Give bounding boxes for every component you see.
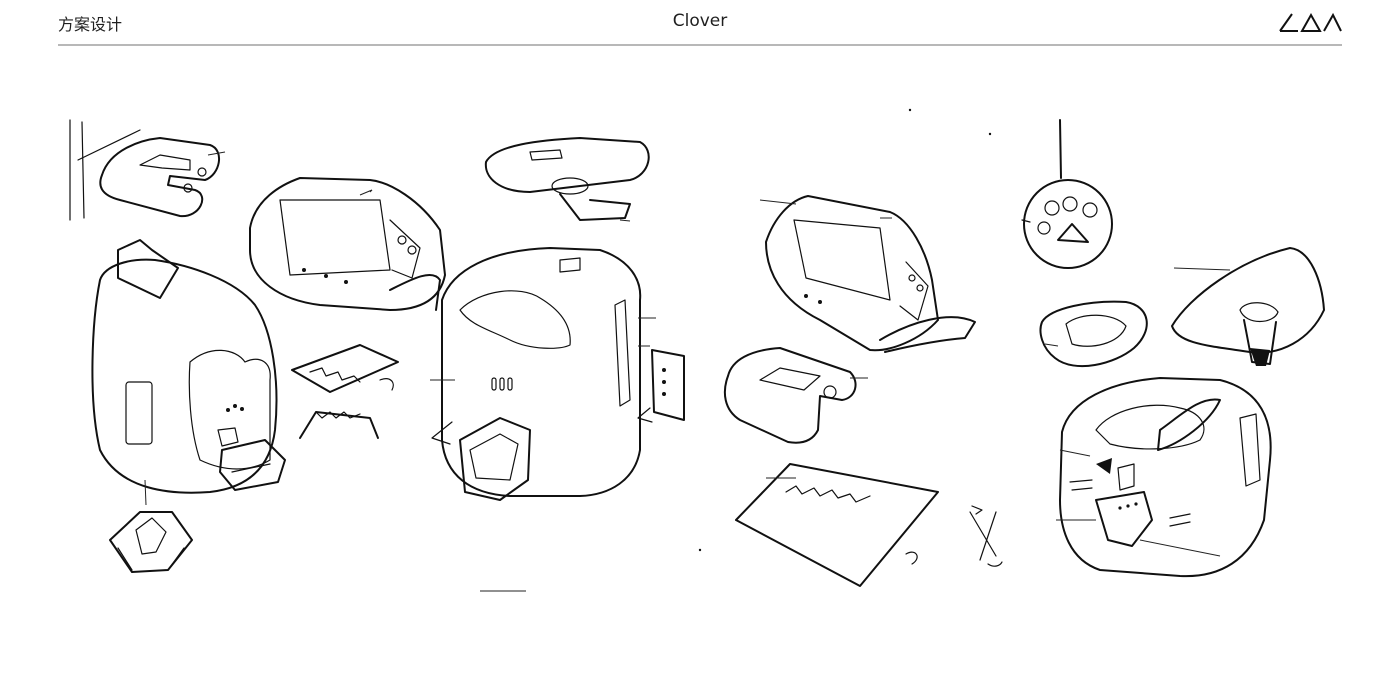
- clip-piece-sketch: [723, 347, 868, 444]
- section-title: 方案设计: [58, 15, 123, 34]
- bowl-sketch: [1039, 300, 1148, 367]
- right-open-lid-sketch: [759, 195, 976, 353]
- bowl-clip-sketch: [484, 137, 650, 222]
- open-lid-sketch: [249, 177, 446, 311]
- sketch-board: [60, 100, 1350, 600]
- food-hopper-sketch: [1171, 247, 1325, 366]
- feeder-three-quarter-sketch: [1056, 377, 1272, 578]
- brand-triangle-logo-icon: [1279, 12, 1342, 32]
- bowl-detail-sketch: [109, 511, 193, 573]
- flat-tray-sketch: [735, 463, 939, 587]
- feeder-side-view-sketch: [430, 247, 685, 592]
- tray-sketch: [291, 344, 399, 439]
- remote-control-sketch: [1021, 119, 1113, 269]
- feeder-front-view-sketch: [91, 239, 286, 506]
- scoop-sketch: [969, 505, 1003, 567]
- wall-clip-sketch: [69, 119, 226, 221]
- project-name: Clover: [672, 11, 728, 31]
- page-header: 方案设计 Clover: [58, 0, 1342, 46]
- concept-sketches: [69, 108, 1325, 592]
